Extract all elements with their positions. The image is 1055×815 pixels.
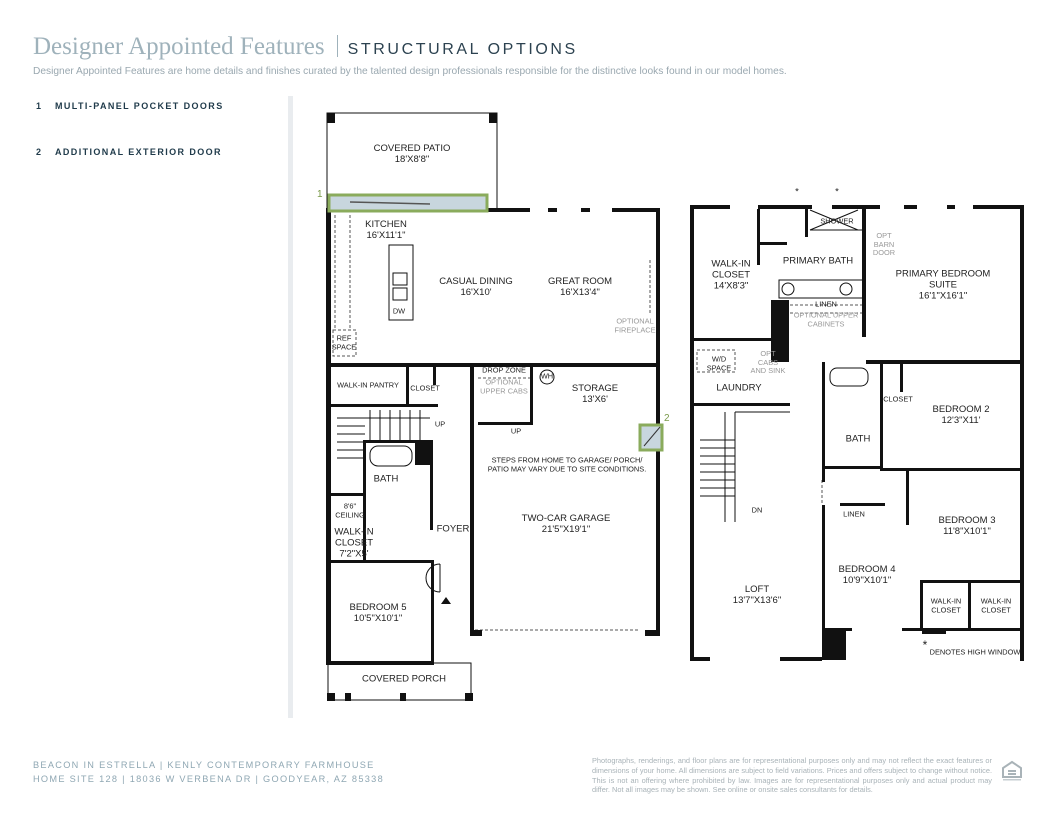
dishwasher-label: DW: [392, 306, 406, 316]
home-site-address: HOME SITE 128 | 18036 W VERBENA DR | GOO…: [33, 774, 384, 784]
kitchen-island: [388, 244, 414, 321]
opt-cabs-sink: OPT CABS AND SINK: [750, 349, 786, 376]
room-walk-in-closet-4: WALK-IN CLOSET: [930, 596, 962, 614]
room-walk-in-closet-3: WALK-IN CLOSET: [980, 596, 1012, 614]
option-2-marker: 2: [664, 413, 670, 424]
high-window-mark: *: [795, 186, 799, 198]
divider: [336, 35, 338, 57]
optional-upper-cabinets: OPTIONAL UPPER CABINETS: [793, 310, 859, 328]
room-laundry: LAUNDRY: [716, 382, 762, 394]
room-closet-2: CLOSET: [883, 394, 913, 404]
disclaimer: Photographs, renderings, and floor plans…: [592, 756, 992, 795]
option-item-2[interactable]: 2 ADDITIONAL EXTERIOR DOOR: [36, 147, 222, 157]
wd-space-label: W/D SPACE: [706, 354, 732, 372]
room-closet: CLOSET: [410, 383, 440, 393]
optional-upper-cabs: OPTIONAL UPPER CABS: [480, 377, 528, 395]
option-1-marker: 1: [317, 189, 323, 200]
option-label: MULTI-PANEL POCKET DOORS: [55, 101, 224, 111]
steps-note: STEPS FROM HOME TO GARAGE/ PORCH/ PATIO …: [487, 455, 647, 473]
room-bath-2: BATH: [845, 433, 871, 445]
divider-bar: [288, 96, 293, 718]
room-primary-bath: PRIMARY BATH: [782, 255, 854, 267]
page-subtitle: STRUCTURAL OPTIONS: [347, 41, 578, 58]
room-walk-in-pantry: WALK-IN PANTRY: [337, 380, 399, 390]
stairs-down-label: DN: [751, 505, 763, 515]
shower-label: SHOWER: [820, 216, 854, 226]
title-text: Designer Appointed Features: [33, 33, 325, 60]
page-title: Designer Appointed Features STRUCTURAL OP…: [33, 33, 578, 61]
option-label: ADDITIONAL EXTERIOR DOOR: [55, 147, 222, 157]
ref-space-label: REF SPACE: [331, 333, 357, 351]
room-covered-porch: COVERED PORCH: [362, 673, 446, 685]
high-window-legend: DENOTES HIGH WINDOW: [929, 647, 1021, 657]
water-heater-label: WH: [540, 371, 554, 381]
option-number: 1: [36, 101, 43, 111]
page-description: Designer Appointed Features are home det…: [33, 66, 787, 77]
option-item-1[interactable]: 1 MULTI-PANEL POCKET DOORS: [36, 101, 224, 111]
option-number: 2: [36, 147, 43, 157]
community-plan-line: BEACON IN ESTRELLA | KENLY CONTEMPORARY …: [33, 760, 375, 770]
stairs-up-label: UP: [434, 419, 446, 429]
high-window-mark: *: [835, 186, 839, 198]
room-foyer: FOYER: [436, 523, 470, 535]
steps-up-label: UP: [510, 426, 522, 436]
linen-label: LINEN: [815, 299, 837, 309]
ceiling-note: 8'6" CEILING: [335, 501, 365, 519]
room-bath: BATH: [373, 473, 399, 485]
equal-housing-icon: [1002, 760, 1022, 781]
optional-fireplace: OPTIONAL FIREPLACE: [614, 316, 656, 334]
linen-closet-label: LINEN: [843, 509, 865, 519]
drop-zone-label: DROP ZONE: [482, 365, 526, 375]
asterisk-legend: *: [922, 638, 928, 653]
opt-barn-door: OPT BARN DOOR: [872, 231, 896, 258]
